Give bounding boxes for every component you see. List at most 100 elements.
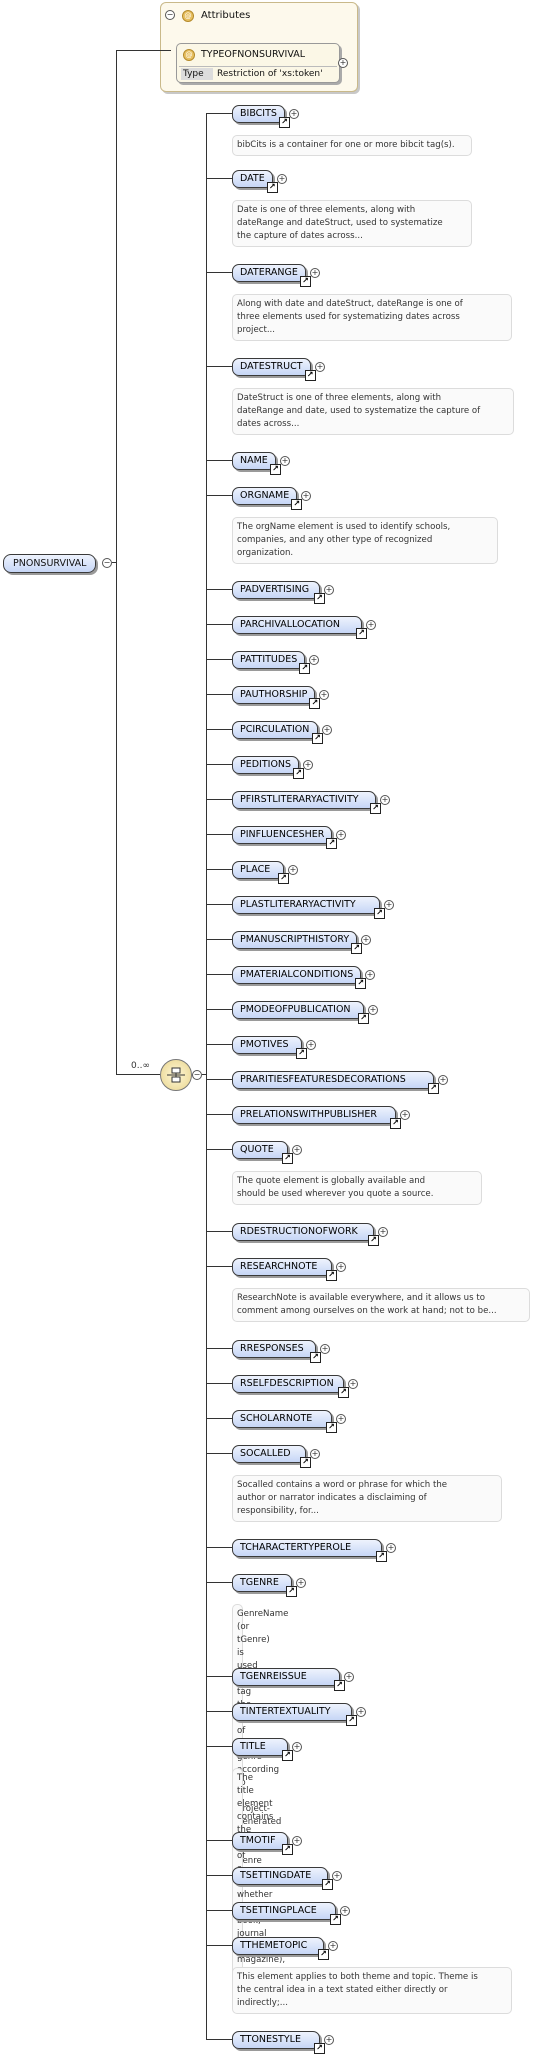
expand-icon[interactable]: + [277,174,287,184]
collapse-sequence-icon[interactable]: − [192,1070,202,1080]
element-label: DATESTRUCT [240,361,303,372]
element-node-pfirstliteraryactivity[interactable]: PFIRSTLITERARYACTIVITY↗ [232,791,381,814]
expand-attribute-icon[interactable]: + [338,58,348,68]
expand-icon[interactable]: + [288,865,298,875]
element-label: TCHARACTERTYPEROLE [240,1542,352,1553]
reference-arrow-icon: ↗ [291,499,303,510]
documentation-note: Date is one of three elements, along wit… [232,200,472,247]
expand-icon[interactable]: + [400,1110,410,1120]
expand-icon[interactable]: + [386,1543,396,1553]
expand-icon[interactable]: + [361,935,371,945]
root-element[interactable]: PNONSURVIVAL [3,554,97,573]
element-node-tgenre[interactable]: TGENRE↗ [232,1574,297,1597]
element-node-ttonestyle[interactable]: TTONESTYLE↗ [232,2031,325,2054]
element-node-daterange[interactable]: DATERANGE↗ [232,264,311,287]
expand-icon[interactable]: + [384,900,394,910]
expand-icon[interactable]: + [324,585,334,595]
element-connector [206,1266,232,1267]
element-node-scholarnote[interactable]: SCHOLARNOTE↗ [232,1410,337,1433]
element-node-tthemetopic[interactable]: TTHEMETOPIC↗ [232,1937,329,1960]
element-node-rselfdescription[interactable]: RSELFDESCRIPTION↗ [232,1375,349,1398]
element-node-tgenreissue[interactable]: TGENREISSUE↗ [232,1668,345,1691]
expand-icon[interactable]: + [306,1040,316,1050]
expand-icon[interactable]: + [310,268,320,278]
reference-arrow-icon: ↗ [314,2043,325,2054]
expand-icon[interactable]: + [336,830,346,840]
element-node-pattitudes[interactable]: PATTITUDES↗ [232,651,311,674]
element-node-quote[interactable]: QUOTE↗ [232,1141,293,1164]
element-connector [206,1711,232,1712]
element-node-tsettingplace[interactable]: TSETTINGPLACE↗ [232,1902,341,1925]
element-node-researchnote[interactable]: RESEARCHNOTE↗ [232,1258,337,1281]
expand-icon[interactable]: + [315,362,325,372]
element-node-datestruct[interactable]: DATESTRUCT↗ [232,358,316,381]
element-node-prelationswithpublisher[interactable]: PRELATIONSWITHPUBLISHER↗ [232,1106,401,1129]
element-node-tsettingdate[interactable]: TSETTINGDATE↗ [232,1867,333,1890]
element-node-parchivallocation[interactable]: PARCHIVALLOCATION↗ [232,616,367,639]
element-node-pcirculation[interactable]: PCIRCULATION↗ [232,721,323,744]
expand-icon[interactable]: + [366,620,376,630]
element-node-bibcits[interactable]: BIBCITS↗ [232,105,290,128]
documentation-line: dates across... [237,419,300,429]
element-node-pmodeofpublication[interactable]: PMODEOFPUBLICATION↗ [232,1001,369,1024]
sequence-compositor-icon[interactable] [160,1059,192,1091]
element-connector [206,1231,232,1232]
expand-icon[interactable]: + [310,1449,320,1459]
element-node-title[interactable]: TITLE↗ [232,1738,293,1761]
expand-icon[interactable]: + [319,690,329,700]
expand-icon[interactable]: + [340,1906,350,1916]
expand-icon[interactable]: + [356,1707,366,1717]
element-node-rresponses[interactable]: RRESPONSES↗ [232,1340,321,1363]
expand-icon[interactable]: + [301,491,311,501]
expand-icon[interactable]: + [348,1379,358,1389]
expand-icon[interactable]: + [309,655,319,665]
element-node-place[interactable]: PLACE↗ [232,861,289,884]
element-node-name[interactable]: NAME↗ [232,452,281,475]
expand-icon[interactable]: + [296,1578,306,1588]
element-node-peditions[interactable]: PEDITIONS↗ [232,756,305,779]
element-node-tmotif[interactable]: TMOTIF↗ [232,1832,293,1855]
expand-icon[interactable]: + [365,970,375,980]
element-node-pinfluencesher[interactable]: PINFLUENCESHER↗ [232,826,338,849]
element-node-padvertising[interactable]: PADVERTISING↗ [232,581,325,604]
expand-icon[interactable]: + [292,1836,302,1846]
element-label: PMOTIVES [240,1039,289,1050]
element-node-orgname[interactable]: ORGNAME↗ [232,487,303,510]
attribute-typeofnonsurvival[interactable]: @ TYPEOFNONSURVIVAL Type Restriction of … [176,43,340,83]
element-node-pauthorship[interactable]: PAUTHORSHIP↗ [232,686,321,709]
expand-icon[interactable]: + [289,109,299,119]
expand-icon[interactable]: + [378,1227,388,1237]
expand-icon[interactable]: + [324,2035,334,2045]
collapse-attributes-icon[interactable]: − [165,10,175,20]
element-node-date[interactable]: DATE↗ [232,170,278,193]
expand-icon[interactable]: + [380,795,390,805]
expand-icon[interactable]: + [438,1075,448,1085]
expand-icon[interactable]: + [336,1262,346,1272]
expand-icon[interactable]: + [320,1344,330,1354]
expand-icon[interactable]: + [280,456,290,466]
element-node-pmanuscripthistory[interactable]: PMANUSCRIPTHISTORY↗ [232,931,363,954]
element-connector [206,589,232,590]
element-node-tintertextuality[interactable]: TINTERTEXTUALITY↗ [232,1703,357,1726]
reference-arrow-icon: ↗ [282,1844,293,1855]
expand-icon[interactable]: + [332,1871,342,1881]
element-node-praritiesfeaturesdecorations[interactable]: PRARITIESFEATURESDECORATIONS↗ [232,1071,439,1094]
expand-icon[interactable]: + [336,1414,346,1424]
element-node-plastliteraryactivity[interactable]: PLASTLITERARYACTIVITY↗ [232,896,385,919]
element-node-rdestructionofwork[interactable]: RDESTRUCTIONOFWORK↗ [232,1223,379,1246]
collapse-root-icon[interactable]: − [102,558,112,568]
expand-icon[interactable]: + [303,760,313,770]
element-connector [206,1453,232,1454]
expand-icon[interactable]: + [368,1005,378,1015]
element-node-tcharactertyperole[interactable]: TCHARACTERTYPEROLE↗ [232,1539,387,1562]
expand-icon[interactable]: + [292,1145,302,1155]
element-node-pmotives[interactable]: PMOTIVES↗ [232,1036,307,1059]
element-label: RESEARCHNOTE [240,1261,318,1272]
element-node-socalled[interactable]: SOCALLED↗ [232,1445,311,1468]
expand-icon[interactable]: + [328,1941,338,1951]
expand-icon[interactable]: + [344,1672,354,1682]
expand-icon[interactable]: + [322,725,332,735]
expand-icon[interactable]: + [292,1742,302,1752]
element-node-pmaterialconditions[interactable]: PMATERIALCONDITIONS↗ [232,966,367,989]
element-connector [206,1079,232,1080]
